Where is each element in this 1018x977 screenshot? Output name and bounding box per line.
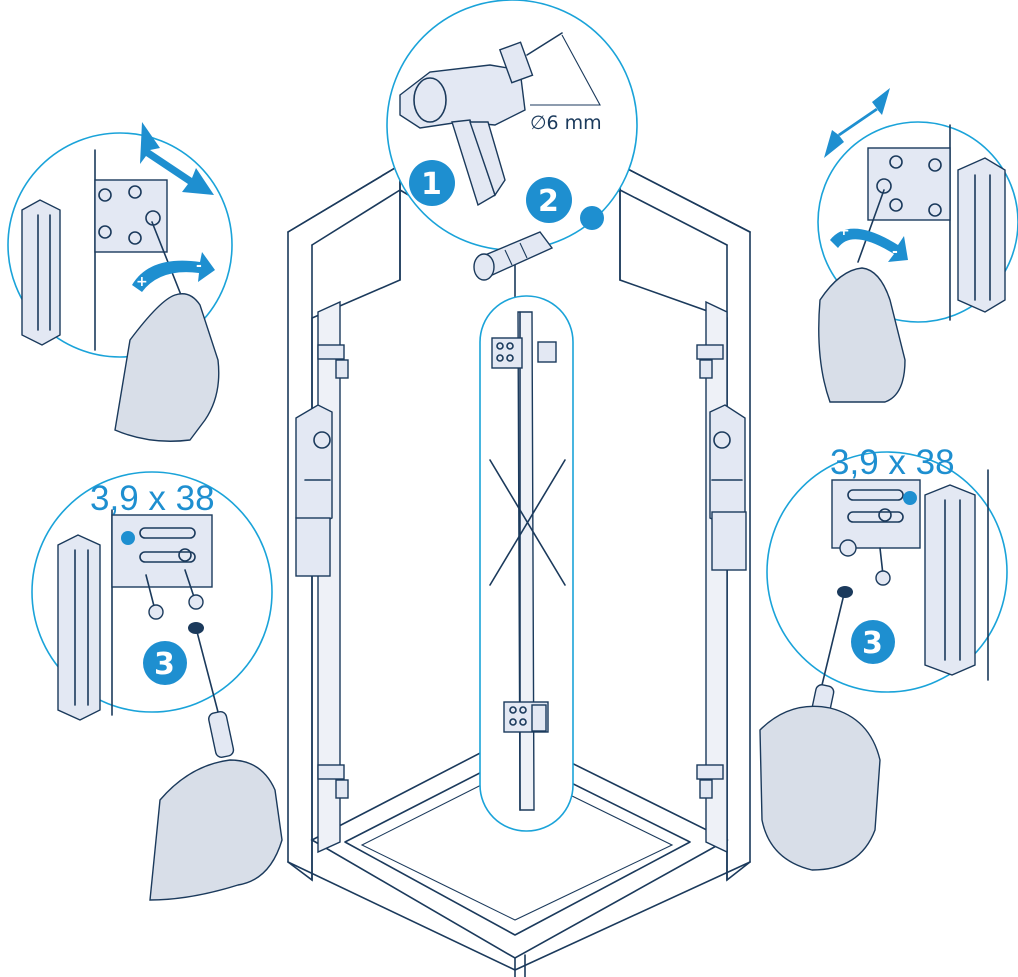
right-wall-profile xyxy=(709,404,747,571)
screw-size-label-right: 3,9 x 38 xyxy=(830,443,955,482)
double-arrow-icon xyxy=(140,122,214,195)
double-arrow-icon-right xyxy=(824,88,890,158)
step-3-badge-right xyxy=(851,620,895,664)
hand-icon-right xyxy=(818,267,906,403)
step-2-number: 2 xyxy=(538,184,559,219)
screw-right-detail: 3,9 x 38 3 xyxy=(759,443,1008,871)
wall-plug-icon xyxy=(473,231,554,281)
step-3-number-left: 3 xyxy=(154,647,175,682)
dowel-dot xyxy=(580,206,604,230)
hand-icon-bottom-left xyxy=(149,759,283,901)
hinge-icon xyxy=(317,344,724,799)
plus-label-right: + xyxy=(838,223,850,239)
step-3-badge-left xyxy=(143,641,187,685)
adjust-left-detail: + - xyxy=(7,122,233,442)
step-3-number-right: 3 xyxy=(862,626,883,661)
drill-detail: ∅6 mm 1 2 xyxy=(386,0,638,281)
left-wall-profile xyxy=(295,404,333,577)
rotate-arrow-icon-right: + - xyxy=(830,223,908,262)
screw-size-label-left: 3,9 x 38 xyxy=(90,479,215,518)
step-1-number: 1 xyxy=(421,167,442,202)
drill-diameter-label: ∅6 mm xyxy=(530,112,602,134)
step-1-badge xyxy=(409,160,455,206)
shower-enclosure xyxy=(287,163,751,977)
minus-label-right: - xyxy=(892,244,898,260)
hand-icon xyxy=(114,293,220,442)
step-2-badge xyxy=(526,177,572,223)
hand-icon-bottom-right xyxy=(759,705,881,871)
plus-label: + xyxy=(136,274,148,290)
minus-label: - xyxy=(196,258,202,274)
door-detail-pill xyxy=(479,295,574,832)
rotate-arrow-icon: + - xyxy=(132,252,215,292)
screwdriver-icon xyxy=(188,622,235,758)
screw-left-detail: 3,9 x 38 3 xyxy=(31,471,283,901)
drill-icon xyxy=(399,32,563,207)
adjust-right-detail: + - xyxy=(817,88,1018,403)
